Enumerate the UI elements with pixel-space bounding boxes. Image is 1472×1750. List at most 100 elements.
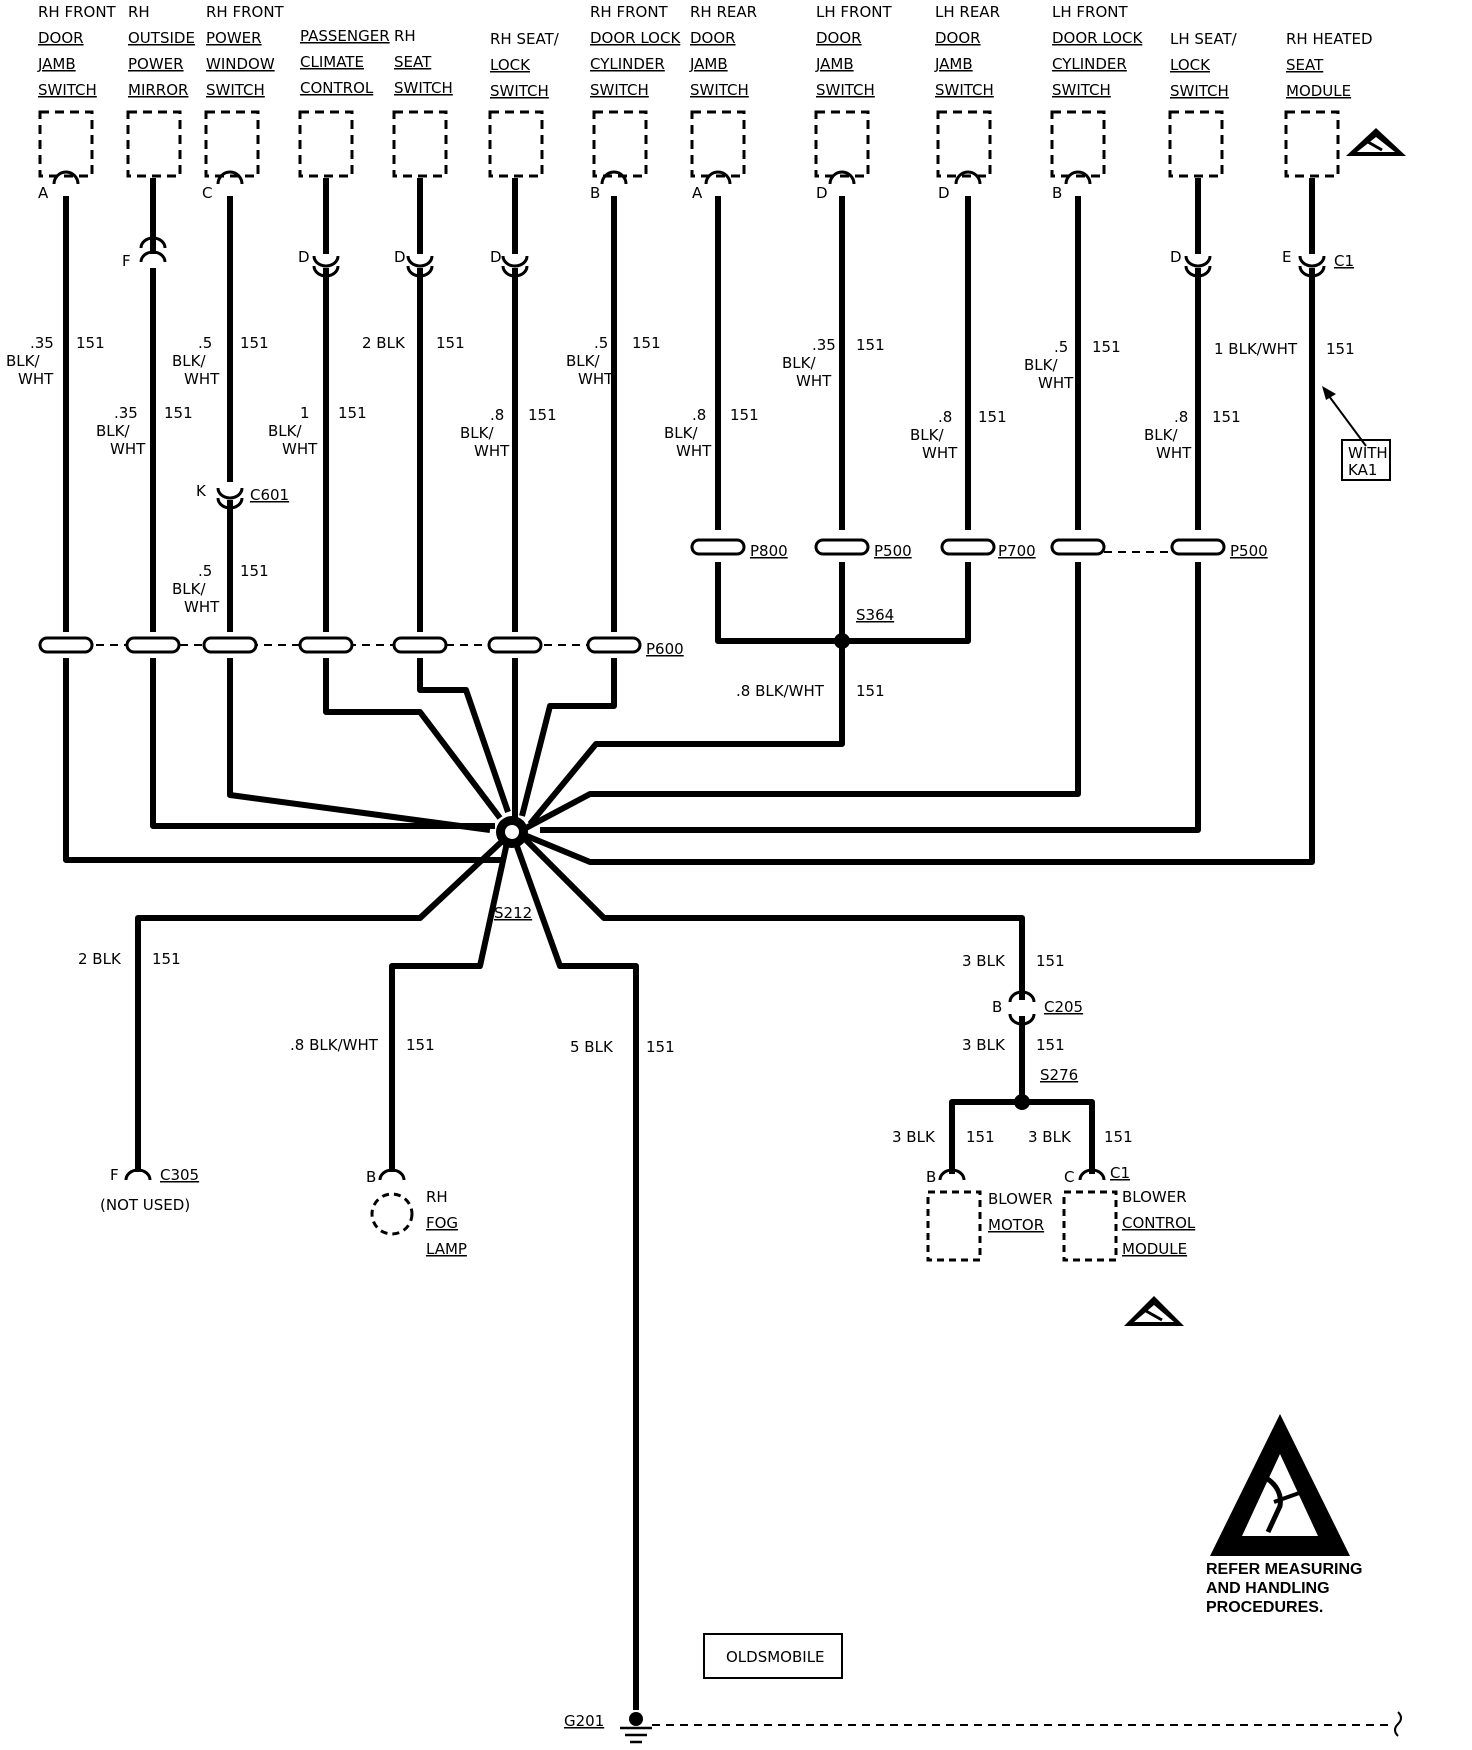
wire-size: .5	[1054, 338, 1068, 356]
label-line: RH	[394, 27, 416, 45]
wire-circuit: 151	[1326, 340, 1355, 358]
ka1-note-line: WITH	[1348, 444, 1388, 462]
connector-heated-c1	[1298, 255, 1326, 278]
wire-blower-split	[949, 1099, 1095, 1174]
ka1-arrow-line	[1325, 391, 1367, 447]
terminal-blower-control	[1078, 1168, 1106, 1181]
label-line: RH	[426, 1188, 448, 1206]
pin-letter: A	[692, 184, 703, 202]
esd-warning-icon	[1346, 128, 1406, 156]
ground-g201-symbol	[620, 1711, 1402, 1744]
label-line: SWITCH	[816, 81, 875, 99]
label-line: LH FRONT	[1052, 3, 1128, 21]
label-line: RH FRONT	[38, 3, 117, 21]
upper-wires	[63, 178, 1315, 865]
wire-circuit: 151	[436, 334, 465, 352]
connector-id: P500	[1230, 542, 1268, 560]
label-line: RH REAR	[690, 3, 757, 21]
pin-letter: C	[1064, 1168, 1074, 1186]
pin-letter: D	[298, 248, 310, 266]
label-lh-rear-door-jamb-switch: LH REAR DOOR JAMB SWITCH	[934, 3, 1000, 99]
wire-to-c305	[135, 829, 515, 1172]
wire-color: WHT	[18, 370, 54, 388]
label-rh-front-power-window-switch: RH FRONT POWER WINDOW SWITCH	[206, 3, 285, 99]
esd-large-icon	[1210, 1414, 1350, 1556]
label-lh-seat-lock-switch: LH SEAT/ LOCK SWITCH	[1170, 30, 1238, 100]
lower-labels: (NOT USED) RH FOG LAMP BLOWER MOTOR BLOW…	[100, 444, 1388, 1666]
splice-id: S364	[856, 606, 894, 624]
label-line: WINDOW	[206, 55, 275, 73]
component-boxes	[38, 110, 1340, 178]
terminal-arc	[216, 170, 244, 185]
label-line: LH FRONT	[816, 3, 892, 21]
terminal-blower-motor	[938, 1168, 966, 1181]
label-line: OUTSIDE	[128, 29, 195, 47]
grommet-p800	[690, 538, 746, 556]
wire-rh-outside-mirror	[150, 178, 495, 829]
wire-size: .8	[692, 406, 706, 424]
label-lh-front-door-lock-cylinder-switch: LH FRONT DOOR LOCK CYLINDER SWITCH	[1052, 3, 1143, 99]
lh-front-door-lock-cylinder-switch	[1050, 110, 1106, 178]
label-line: CONTROL	[300, 79, 374, 97]
label-line: MIRROR	[128, 81, 188, 99]
pin-letter: D	[1170, 248, 1182, 266]
pin-letter: D	[816, 184, 828, 202]
wire-circuit: 151	[730, 406, 759, 424]
pin-letters: A F C D D D B A D D B D E K F B B B C	[38, 184, 1291, 1186]
connector-id: C1	[1334, 252, 1354, 270]
wire-color: WHT	[578, 370, 614, 388]
ground-id: G201	[564, 1712, 604, 1730]
grommet-p500-lh-seat	[1170, 538, 1226, 556]
pin-letter: C	[202, 184, 212, 202]
esd-note-line: AND HANDLING	[1206, 1580, 1330, 1597]
wire-to-g201	[511, 836, 639, 1710]
wire-color: WHT	[474, 442, 510, 460]
label-line: CYLINDER	[590, 55, 665, 73]
label-line: SWITCH	[1170, 82, 1229, 100]
label-line: SWITCH	[935, 81, 994, 99]
wire-color: WHT	[184, 370, 220, 388]
connector-id: P600	[646, 640, 684, 658]
rh-seat-lock-switch	[488, 110, 544, 178]
wire-circuit: 151	[528, 406, 557, 424]
terminal-arcs	[52, 170, 1092, 185]
connector-mirror-f	[139, 236, 167, 263]
label-line: LOCK	[1170, 56, 1211, 74]
label-line: RH HEATED	[1286, 30, 1373, 48]
connector-climate-d	[312, 255, 340, 278]
label-line: CONTROL	[1122, 1214, 1196, 1232]
connector-id: P800	[750, 542, 788, 560]
connector-c205	[1008, 990, 1036, 1026]
grommet-p600	[38, 636, 642, 654]
wire-circuit: 151	[978, 408, 1007, 426]
wire-size: .5	[198, 334, 212, 352]
connector-seatlock-d	[501, 255, 529, 278]
lh-seat-lock-switch	[1168, 110, 1224, 178]
wire-circuit: 151	[646, 1038, 675, 1056]
pin-letter: B	[366, 1168, 376, 1186]
label-line: RH FRONT	[590, 3, 669, 21]
label-line: JAMB	[689, 55, 728, 73]
wire-circuit: 151	[1036, 952, 1065, 970]
label-line: PASSENGER	[300, 27, 390, 45]
label-rh-rear-door-jamb-switch: RH REAR DOOR JAMB SWITCH	[689, 3, 757, 99]
wire-color: BLK/	[96, 422, 130, 440]
connector-ids: C1 C601 P800 P500 P700 P500 P600 C305 C2…	[160, 252, 1354, 1730]
wire-color: WHT	[1156, 444, 1192, 462]
pin-letter: B	[926, 1168, 936, 1186]
label-line: SWITCH	[590, 81, 649, 99]
pin-letter: B	[992, 998, 1002, 1016]
wire-to-fog-lamp	[389, 837, 511, 1172]
label-lh-front-door-jamb-switch: LH FRONT DOOR JAMB SWITCH	[815, 3, 892, 99]
label-rh-heated-seat-module: RH HEATED SEAT MODULE	[1286, 30, 1373, 100]
wire-color: WHT	[282, 440, 318, 458]
wire-color: BLK/	[460, 424, 494, 442]
label-line: SWITCH	[690, 81, 749, 99]
wire-rh-heated-seat	[520, 178, 1315, 865]
rh-front-door-lock-cylinder-switch	[592, 110, 648, 178]
grommet-p700	[940, 538, 996, 556]
pin-letter: D	[394, 248, 406, 266]
wire-color: BLK/	[268, 422, 302, 440]
label-line: SWITCH	[1052, 81, 1111, 99]
